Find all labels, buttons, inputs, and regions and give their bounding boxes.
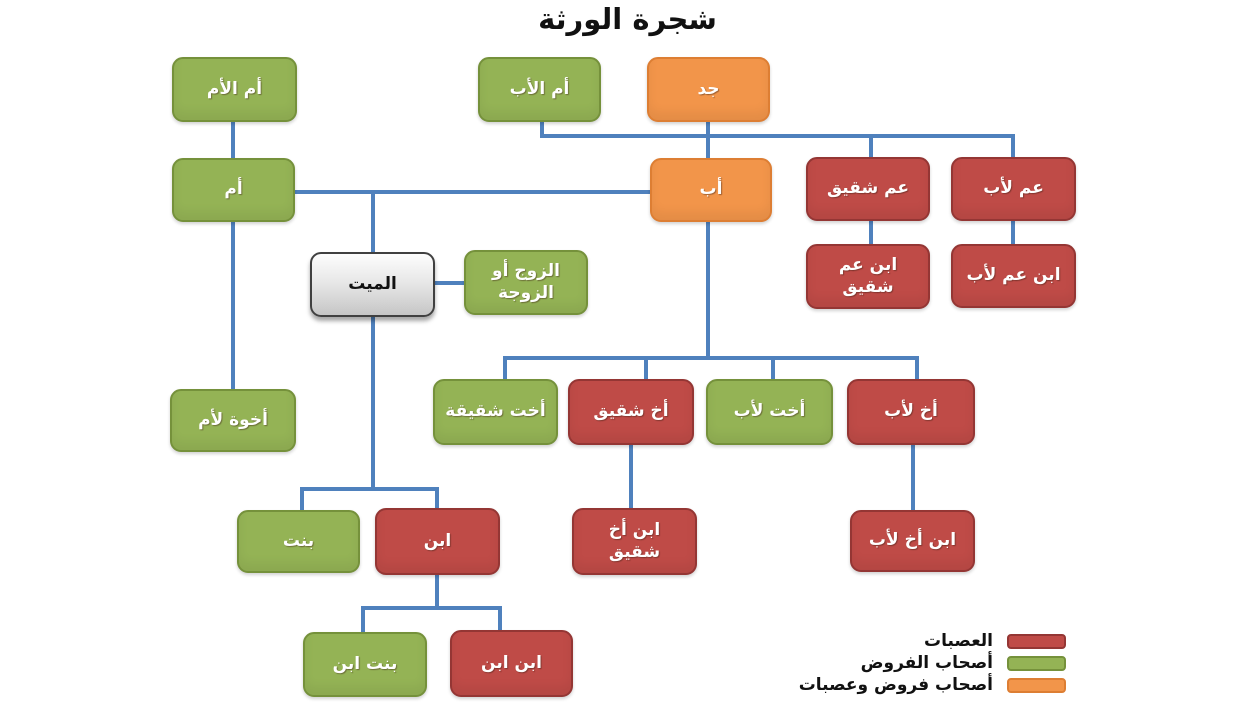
connector bbox=[629, 445, 633, 508]
node-ikhwa-lium: أخوة لأم bbox=[170, 389, 296, 452]
node-bint-ibn: بنت ابن bbox=[303, 632, 427, 697]
connector bbox=[300, 491, 304, 510]
page-title: شجرة الورثة bbox=[538, 2, 717, 36]
node-ibn-amm-liab: ابن عم لأب bbox=[951, 244, 1076, 308]
node-akh-liab: أخ لأب bbox=[847, 379, 975, 445]
node-ibn: ابن bbox=[375, 508, 500, 575]
connector bbox=[706, 122, 710, 160]
node-mayyit: الميت bbox=[310, 252, 435, 317]
node-label: أم الأم bbox=[206, 78, 263, 99]
connector bbox=[231, 122, 235, 160]
legend-row-agnates: العصبات bbox=[778, 630, 1066, 652]
node-label: الزوج أو الزوجة bbox=[492, 261, 560, 303]
node-label: أم الأب bbox=[509, 78, 570, 99]
node-label: جد bbox=[697, 78, 720, 99]
node-label: أخت شقيقة bbox=[445, 401, 546, 422]
node-label: أم bbox=[224, 179, 243, 200]
connector bbox=[540, 122, 544, 138]
connector bbox=[300, 487, 439, 491]
node-label: ابن أخ شقيق bbox=[608, 520, 661, 562]
connector bbox=[435, 575, 439, 606]
connector bbox=[644, 360, 648, 379]
connector bbox=[290, 190, 652, 194]
node-akh-shaqiq: أخ شقيق bbox=[568, 379, 694, 445]
node-umm: أم bbox=[172, 158, 295, 222]
legend-label: أصحاب فروض وعصبات bbox=[798, 675, 993, 695]
connector bbox=[911, 445, 915, 510]
connector bbox=[540, 134, 1015, 138]
node-ibn-ibn: ابن ابن bbox=[450, 630, 573, 697]
node-ibn-akh-liab: ابن أخ لأب bbox=[850, 510, 975, 572]
node-ab: أب bbox=[650, 158, 772, 222]
node-label: ابن عم لأب bbox=[966, 265, 1061, 286]
connector bbox=[361, 610, 365, 632]
connector bbox=[869, 221, 873, 245]
node-label: عم شقيق bbox=[826, 178, 910, 199]
node-ukht-liab: أخت لأب bbox=[706, 379, 833, 445]
node-ibn-akh-shaqiq: ابن أخ شقيق bbox=[572, 508, 697, 575]
connector bbox=[915, 360, 919, 379]
legend-swatch-orange bbox=[1007, 677, 1066, 693]
legend-label: أصحاب الفروض bbox=[860, 653, 993, 673]
node-label: ابن ابن bbox=[481, 652, 542, 673]
node-amm-shaqiq: عم شقيق bbox=[806, 157, 930, 221]
connector bbox=[771, 360, 775, 379]
node-label: أخوة لأم bbox=[198, 409, 268, 430]
node-ukht-shaqiqa: أخت شقيقة bbox=[433, 379, 558, 445]
connector bbox=[503, 356, 919, 360]
node-label: بنت ابن bbox=[332, 653, 398, 674]
connector bbox=[706, 222, 710, 360]
node-label: أخ شقيق bbox=[593, 401, 669, 422]
node-label: ابن bbox=[423, 530, 452, 551]
node-jadd: جد bbox=[647, 57, 770, 122]
node-ibn-amm-shaqiq: ابن عم شقيق bbox=[806, 244, 930, 309]
connector bbox=[361, 606, 502, 610]
node-label: عم لأب bbox=[983, 178, 1044, 199]
node-label: ابن عم شقيق bbox=[838, 255, 898, 297]
node-label: الميت bbox=[348, 273, 397, 294]
connector bbox=[1011, 138, 1015, 158]
connector bbox=[231, 222, 235, 389]
connector bbox=[435, 491, 439, 508]
node-umm-al-ab: أم الأب bbox=[478, 57, 601, 122]
node-label: ابن أخ لأب bbox=[868, 530, 957, 551]
legend-swatch-green bbox=[1007, 655, 1066, 671]
node-amm-liab: عم لأب bbox=[951, 157, 1076, 221]
connector bbox=[503, 360, 507, 379]
node-label: أخ لأب bbox=[884, 401, 938, 422]
connector bbox=[869, 138, 873, 158]
node-label: بنت bbox=[282, 530, 315, 551]
node-label: أب bbox=[699, 179, 723, 200]
legend-label: العصبات bbox=[924, 631, 993, 651]
connector bbox=[498, 610, 502, 630]
connector bbox=[371, 194, 375, 252]
node-bint: بنت bbox=[237, 510, 360, 573]
legend-row-sharers: أصحاب الفروض bbox=[778, 652, 1066, 674]
node-label: أخت لأب bbox=[733, 401, 806, 422]
connector bbox=[1011, 221, 1015, 245]
node-zawj-aw-zawja: الزوج أو الزوجة bbox=[464, 250, 588, 315]
legend: العصبات أصحاب الفروض أصحاب فروض وعصبات bbox=[778, 630, 1066, 696]
connector bbox=[371, 317, 375, 487]
legend-swatch-red bbox=[1007, 633, 1066, 649]
node-umm-al-umm: أم الأم bbox=[172, 57, 297, 122]
legend-row-dual: أصحاب فروض وعصبات bbox=[778, 674, 1066, 696]
connector bbox=[435, 281, 465, 285]
